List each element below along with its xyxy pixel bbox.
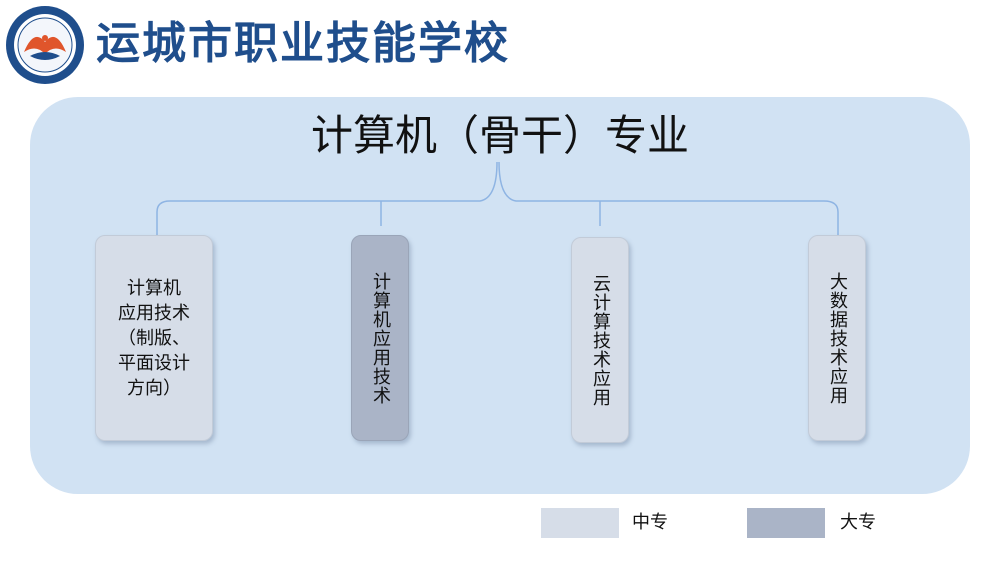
node-computer-application-design: 计算机 应用技术 （制版、 平面设计 方向） (95, 235, 213, 441)
node-label: 云计算技术应用 (590, 273, 611, 407)
node-big-data: 大数据技术应用 (808, 235, 866, 441)
node-cloud-computing: 云计算技术应用 (571, 237, 629, 443)
legend-swatch-dazhuan (747, 508, 825, 538)
node-label: 大数据技术应用 (827, 271, 848, 405)
node-label: 计算机应用技术 (370, 271, 391, 405)
legend-swatch-zhongzhuan (541, 508, 619, 538)
major-title: 计算机（骨干）专业 (310, 111, 689, 160)
school-emblem-eagle-icon (6, 6, 84, 84)
legend-label-zhongzhuan: 中专 (632, 512, 668, 533)
header: 运城市职业技能学校 (0, 0, 1000, 90)
node-computer-application: 计算机应用技术 (351, 235, 409, 441)
school-name: 运城市职业技能学校 (96, 18, 510, 69)
legend-label-dazhuan: 大专 (840, 512, 876, 533)
node-label: 计算机 应用技术 （制版、 平面设计 方向） (118, 277, 190, 399)
